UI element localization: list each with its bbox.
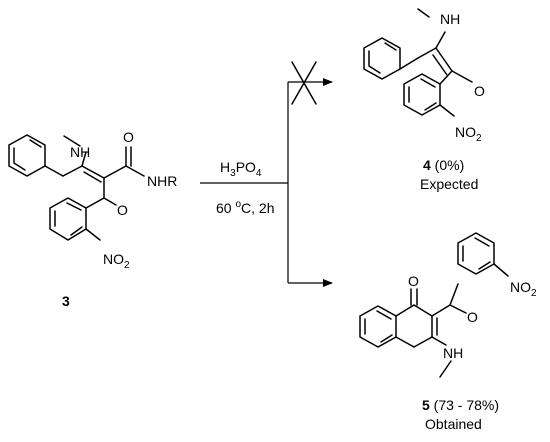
reagent-acid-label: H3PO4: [220, 159, 262, 179]
compound-5-structure: O O NH NO2: [359, 232, 537, 378]
compound-5-amine-label: NH: [443, 345, 463, 361]
compound-4-structure: NH O NO2: [363, 8, 485, 144]
compound-5-yield: (73 - 78%): [430, 397, 499, 413]
nitro-text: NO: [103, 251, 124, 267]
compound-3-amide-label: NHR: [147, 173, 177, 189]
compound-3-number: 3: [62, 293, 70, 309]
compound-3-amide-oxygen: O: [123, 129, 134, 145]
compound-5-ketone-oxygen: O: [467, 309, 478, 325]
compound-3-benzyl-ring: [8, 134, 46, 177]
compound-4-ketone-oxygen: O: [474, 83, 485, 99]
reaction-conditions-label: 60 oC, 2h: [216, 199, 275, 216]
reaction-arrows: [200, 61, 333, 287]
compound-4-amine-label: NH: [440, 11, 460, 27]
compound-5-benzo-ring: [359, 305, 397, 348]
compound-5-number: 5: [422, 397, 430, 413]
blocked-pathway-cross-icon: [291, 61, 317, 105]
compound-4-nitrophenyl-ring: [403, 73, 441, 116]
compound-4-benzyl-ring: [363, 37, 401, 80]
compound-4-yield-line: 4 (0%): [423, 157, 464, 173]
nitro-subscript: 2: [124, 260, 130, 271]
compound-3-amine-label: NH: [70, 144, 90, 160]
compound-4-yield: (0%): [431, 157, 464, 173]
compound-4-status: Expected: [420, 176, 478, 192]
compound-3-nitro-group: NO2: [103, 251, 130, 271]
compound-5-nitrophenyl-ring: [457, 232, 495, 275]
compound-4-number: 4: [423, 157, 431, 173]
compound-3-structure: NH O NHR O NO2: [8, 129, 177, 271]
compound-5-ring-oxygen: O: [408, 273, 419, 289]
compound-5-yield-line: 5 (73 - 78%): [422, 397, 499, 413]
compound-5-status: Obtained: [425, 416, 482, 432]
compound-5-nitro-group: NO2: [510, 279, 537, 299]
compound-3-ketone-oxygen: O: [117, 202, 128, 218]
compound-4-nitro-group: NO2: [455, 124, 482, 144]
compound-3-nitrophenyl-ring: [49, 197, 87, 241]
